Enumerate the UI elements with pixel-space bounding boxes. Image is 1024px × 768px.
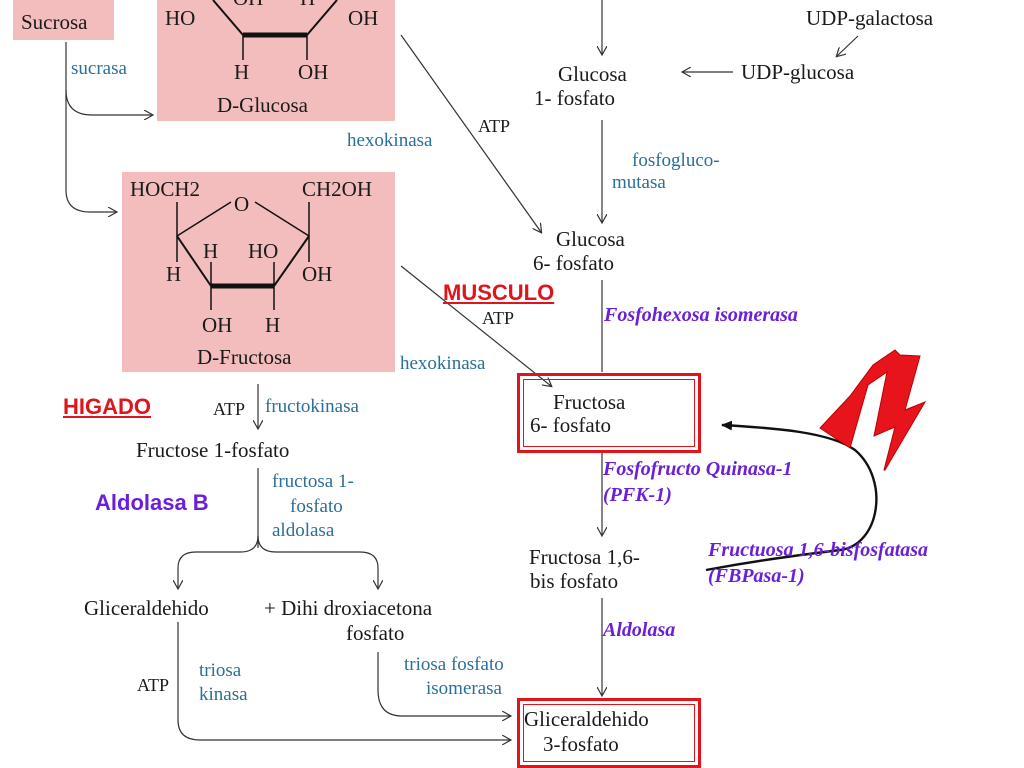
udp-galactosa-label: UDP-galactosa [806,6,934,30]
triosa-kinasa-line2: kinasa [199,684,248,705]
sucrosa-label: Sucrosa [21,10,88,34]
fbpasa-line2: (FBPasa-1) [708,565,805,587]
glucosa-structure-box [157,0,395,121]
fructokinasa-enzyme: fructokinasa [265,396,359,417]
glucosa-h-top: H [300,0,315,10]
triosa-isomerasa-line2: isomerasa [426,678,502,699]
d-glucosa-label: D-Glucosa [217,93,308,117]
fructosa-ho: HO [248,239,279,263]
fructosa1p-aldolasa-line3: aldolasa [272,520,335,541]
atp-label-3: ATP [213,399,246,419]
glucosa-oh-bottom: OH [298,60,329,84]
fructosa-oh-bottom: OH [202,313,233,337]
higado-label: HIGADO [63,394,151,419]
g3p-label: Gliceraldehido [524,707,649,731]
glucosa-6p-fosfato: 6- fosfato [533,251,615,275]
fructose-1p-label: Fructose 1-fosfato [136,438,290,462]
glucosa-oh-right: OH [348,6,379,30]
glucosa-h-bottom: H [234,60,250,84]
aldolasa-b-label: Aldolasa B [95,490,209,515]
fructosa-oh-right: OH [302,262,333,286]
fructosa-ch2oh: CH2OH [302,177,373,201]
sucrosa-box [13,0,114,40]
fructosa-6p-highlight [517,373,701,453]
atp-label-2: ATP [482,308,515,328]
triosa-isomerasa-line1: triosa fosfato [404,654,504,675]
fructosa-6p-fosfato: 6- fosfato [530,413,612,437]
musculo-label: MUSCULO [443,280,555,305]
lightning-icon [819,349,927,471]
fructosa-h1: H [203,239,219,263]
d-fructosa-label: D-Fructosa [197,345,292,369]
fructosa-h-bottom: H [265,313,281,337]
fructosa-structure-box [122,172,395,372]
aldolasa-enzyme: Aldolasa [603,619,676,641]
fructosa-h-left: H [166,262,182,286]
pfk1-line2: (PFK-1) [603,484,672,506]
hexokinasa-enzyme-1: hexokinasa [347,130,433,151]
hexokinasa-enzyme-2: hexokinasa [400,353,486,374]
fructosa-hoch2: HOCH2 [130,177,201,201]
fosfohexosa-isomerasa: Fosfohexosa isomerasa [604,304,798,326]
glucosa-1p-fosfato: 1- fosfato [534,86,616,110]
dihidroxiacetona-label: + Dihi droxiacetona [264,596,433,620]
udp-glucosa-label: UDP-glucosa [741,60,855,84]
g3p-fosfato: 3-fosfato [543,732,619,756]
dihidroxiacetona-fosfato: fosfato [346,621,405,645]
fructosa-16-label: Fructosa 1,6- [529,545,640,569]
fosfoglucomutasa-line1: fosfogluco- [632,150,720,171]
gliceraldehido-label: Gliceraldehido [84,596,209,620]
sucrasa-enzyme: sucrasa [71,58,127,79]
fructosa-ring-o: O [234,192,250,216]
fructosa-16-bisfosfato: bis fosfato [530,569,619,593]
glucosa-ho: HO [165,6,196,30]
atp-label-4: ATP [137,675,170,695]
glucosa-6p-label: Glucosa [556,227,625,251]
fructosa1p-aldolasa-line1: fructosa 1- [272,471,354,492]
glucosa-oh-top: OH [233,0,263,10]
pfk1-line1: Fosfofructo Quinasa-1 [603,458,793,480]
glucosa-1p-label: Glucosa [558,62,627,86]
fbpasa-line1: Fructuosa 1,6-bisfosfatasa [708,539,929,561]
g3p-highlight [517,698,701,768]
atp-label-1: ATP [478,116,511,136]
fructosa1p-aldolasa-line2: fosfato [290,496,343,517]
triosa-kinasa-line1: triosa [199,660,242,681]
fructosa-6p-label: Fructosa [553,390,626,414]
fosfoglucomutasa-line2: mutasa [612,172,666,193]
